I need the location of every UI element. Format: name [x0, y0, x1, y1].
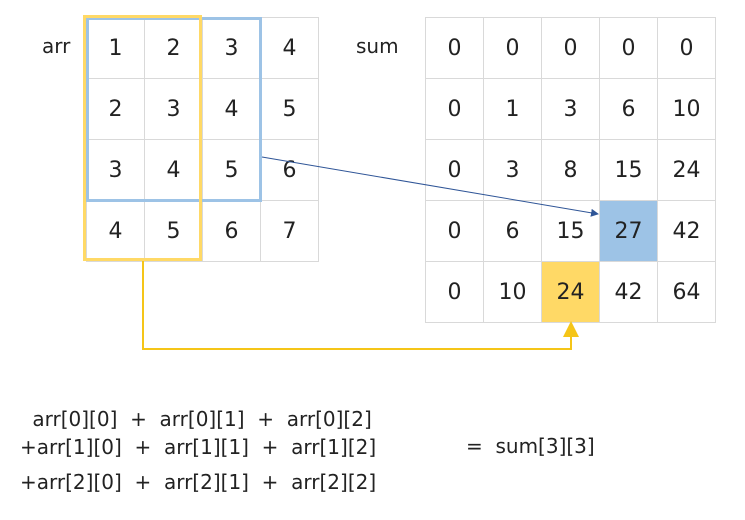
sum-cell-2-1: 3	[484, 140, 542, 201]
sum-cell-1-1: 1	[484, 79, 542, 140]
arr-cell-2-3: 6	[261, 140, 319, 201]
blue-arrow	[261, 156, 599, 217]
sum-cell-0-3: 0	[600, 18, 658, 79]
sum-cell-2-2: 8	[542, 140, 600, 201]
yellow-arrow	[142, 261, 579, 350]
arr-cell-3-3: 7	[261, 201, 319, 262]
sum-cell-1-3: 6	[600, 79, 658, 140]
sum-cell-2-4: 24	[658, 140, 716, 201]
sum-cell-3-4: 42	[658, 201, 716, 262]
sum-cell-1-0: 0	[426, 79, 484, 140]
sum-cell-3-2: 15	[542, 201, 600, 262]
sum-cell-0-1: 0	[484, 18, 542, 79]
sum-cell-2-0: 0	[426, 140, 484, 201]
sum-cell-1-2: 3	[542, 79, 600, 140]
sum-cell-0-4: 0	[658, 18, 716, 79]
arr-cell-3-2: 6	[203, 201, 261, 262]
arr-cell-0-3: 4	[261, 18, 319, 79]
formula-result: = sum[3][3]	[466, 434, 595, 458]
arr-cell-0-1: 2	[145, 18, 203, 79]
sum-cell-0-0: 0	[426, 18, 484, 79]
arr-cell-1-3: 5	[261, 79, 319, 140]
formula-line-2: +arr[1][0] + arr[1][1] + arr[1][2]	[20, 435, 377, 459]
sum-cell-4-0: 0	[426, 262, 484, 323]
arr-cell-3-0: 4	[87, 201, 145, 262]
sum-cell-0-2: 0	[542, 18, 600, 79]
sum-cell-3-3: 27	[600, 201, 658, 262]
sum-cell-4-4: 64	[658, 262, 716, 323]
sum-label: sum	[356, 34, 399, 58]
sum-cell-4-3: 42	[600, 262, 658, 323]
formula-line-3: +arr[2][0] + arr[2][1] + arr[2][2]	[20, 470, 377, 494]
sum-cell-2-3: 15	[600, 140, 658, 201]
arr-cell-3-1: 5	[145, 201, 203, 262]
arr-label: arr	[42, 34, 71, 58]
sum-cell-4-1: 10	[484, 262, 542, 323]
sum-cell-1-4: 10	[658, 79, 716, 140]
sum-cell-3-0: 0	[426, 201, 484, 262]
arr-cell-0-0: 1	[87, 18, 145, 79]
arr-cell-1-0: 2	[87, 79, 145, 140]
formula-line-1: arr[0][0] + arr[0][1] + arr[0][2]	[26, 407, 372, 431]
sum-cell-3-1: 6	[484, 201, 542, 262]
arr-cell-1-1: 3	[145, 79, 203, 140]
